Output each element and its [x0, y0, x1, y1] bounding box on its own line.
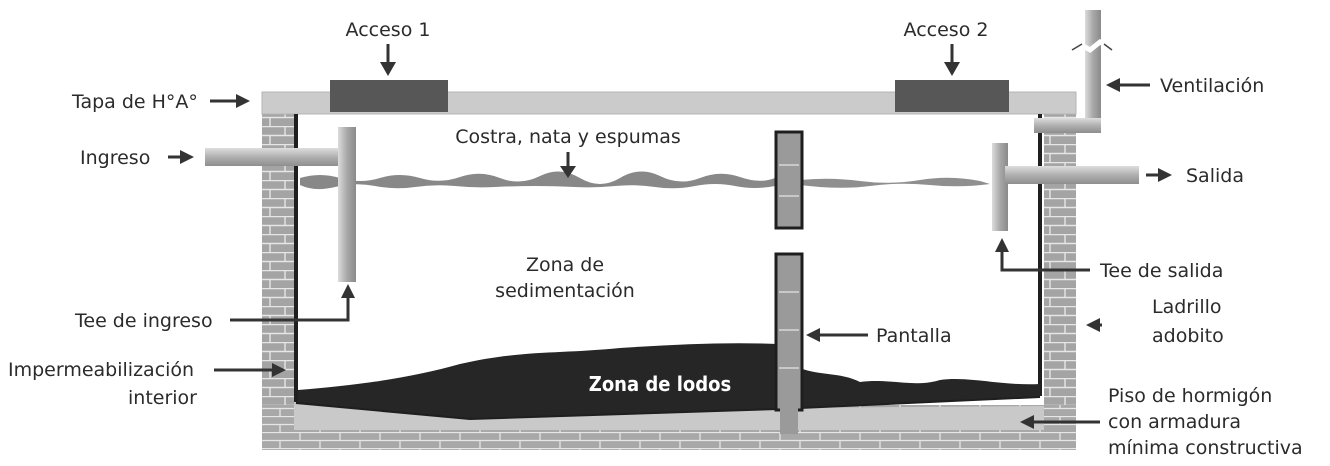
label-zona-sedimentacion-2: sedimentación	[495, 280, 635, 302]
label-tee-salida: Tee de salida	[1099, 260, 1223, 282]
scum-layer	[300, 171, 990, 190]
label-impermeabilizacion-2: interior	[128, 387, 197, 409]
right-brick-wall	[1044, 113, 1076, 450]
vent-pipe	[1034, 10, 1116, 133]
label-piso-1: Piso de hormigón	[1108, 385, 1272, 407]
label-ingreso: Ingreso	[80, 147, 150, 169]
label-impermeabilizacion-1: Impermeabilización	[8, 359, 194, 381]
label-salida: Salida	[1186, 165, 1244, 187]
label-tapa: Tapa de H°A°	[71, 91, 198, 113]
label-ventilacion: Ventilación	[1160, 75, 1264, 97]
baffle-pantalla	[774, 130, 804, 434]
label-acceso-2: Acceso 2	[904, 19, 989, 41]
floor-slab	[294, 402, 1044, 430]
left-brick-wall	[262, 113, 294, 450]
label-piso-2: con armadura	[1108, 411, 1241, 433]
arrows	[168, 44, 1172, 429]
label-piso-3: mínima constructiva	[1108, 437, 1303, 459]
lid-slab	[261, 91, 1077, 115]
labels: Acceso 1 Acceso 2 Tapa de H°A° Ventilaci…	[8, 19, 1303, 459]
label-zona-lodos: Zona de lodos	[589, 372, 731, 396]
sludge-zone	[298, 343, 1040, 418]
inlet-pipe-tee	[205, 127, 356, 282]
label-acceso-1: Acceso 1	[346, 19, 431, 41]
label-costra: Costra, nata y espumas	[455, 126, 681, 148]
access-cover-2	[895, 80, 1009, 112]
label-pantalla: Pantalla	[876, 325, 952, 347]
label-zona-sedimentacion-1: Zona de	[526, 254, 604, 276]
label-tee-ingreso: Tee de ingreso	[74, 310, 213, 332]
outlet-pipe-tee	[992, 143, 1139, 231]
label-ladrillo-2: adobito	[1152, 325, 1224, 347]
access-cover-1	[330, 80, 448, 112]
label-ladrillo-1: Ladrillo	[1152, 296, 1222, 318]
